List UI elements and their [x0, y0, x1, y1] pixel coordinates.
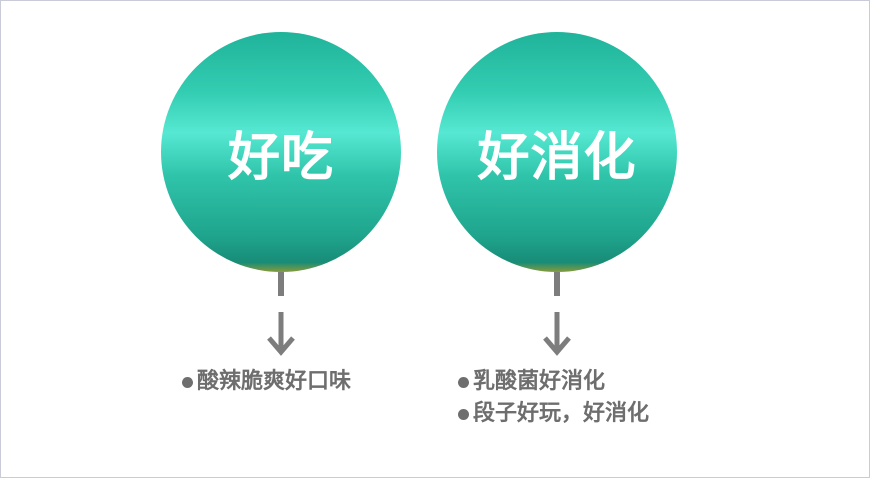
- arrow-down-icon: [267, 312, 295, 356]
- connector-line: [554, 272, 560, 296]
- connector-line: [278, 272, 284, 296]
- arrow-down-icon: [543, 312, 571, 356]
- circle-title: 好吃: [227, 127, 334, 188]
- bullet-icon: [182, 376, 193, 388]
- bullet-icon: [458, 376, 469, 388]
- circle-good-taste: 好吃: [161, 32, 401, 272]
- circle-easy-digest: 好消化: [437, 32, 677, 272]
- bullet-icon: [458, 408, 469, 420]
- list-item: 段子好玩，好消化: [458, 398, 649, 430]
- list-item: 乳酸菌好消化: [458, 366, 649, 398]
- item-text: 乳酸菌好消化: [473, 369, 606, 394]
- circle-title: 好消化: [477, 127, 637, 188]
- bullet-list-easy-digest: 乳酸菌好消化 段子好玩，好消化: [458, 366, 649, 430]
- list-item: 酸辣脆爽好口味: [182, 366, 351, 398]
- item-text: 段子好玩，好消化: [473, 401, 650, 426]
- bullet-list-good-taste: 酸辣脆爽好口味: [182, 366, 351, 398]
- item-text: 酸辣脆爽好口味: [197, 369, 352, 394]
